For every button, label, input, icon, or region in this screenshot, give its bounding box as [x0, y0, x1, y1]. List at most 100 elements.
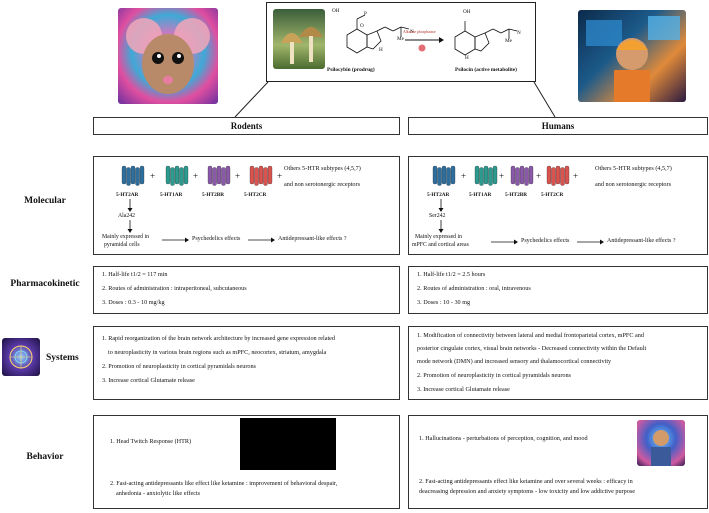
human-head-icon [586, 16, 680, 102]
pk-item: 2. Routes of administration : oral, intr… [417, 285, 531, 292]
expression-line2: mPFC and cortical areas [412, 242, 469, 248]
right-arrow [162, 237, 189, 243]
receptor-helix [174, 165, 180, 185]
atom-n-label: N [410, 29, 414, 35]
row-label-molecular: Molecular [24, 196, 66, 206]
receptor-label: 5-HT2CR [244, 192, 267, 198]
receptor-helix [450, 165, 456, 185]
behavior-item: 2. Fast-acting antidepressants effect li… [419, 478, 633, 485]
pk-rodents-box: 1. Half-life t1/2 = 117 min 2. Routes of… [93, 266, 400, 314]
molecular-humans-box: + + + + 5-HT2AR 5-HT1AR 5-HT2BR 5-HT2CR … [408, 156, 708, 255]
pk-item: 1. Half-life t1/2 = 117 min [102, 271, 168, 278]
brain-network-image [2, 338, 40, 376]
receptor-helix [474, 165, 480, 185]
person-icon [651, 430, 671, 466]
mushroom-icon [281, 27, 323, 64]
behavior-item: 1. Head Twitch Response (HTR) [110, 438, 192, 445]
reaction-arrow [405, 37, 444, 52]
systems-humans-box: 1. Modification of connectivity between … [408, 326, 708, 400]
connector-lines [234, 81, 556, 118]
others-receptors-line1: Others 5-HTR subtypes (4,5,7) [595, 165, 672, 172]
behavior-item: 1. Hallucinations - perturbations of per… [419, 435, 588, 442]
antidepressant-effects-label: Antidepressant-like effects ? [278, 236, 347, 242]
psychedelic-effects-label: Psychedelics effects [192, 236, 241, 242]
receptor-helix [212, 167, 217, 186]
receptor-helix [479, 167, 484, 186]
psilocin-h-label: H [465, 55, 469, 61]
down-arrow [438, 220, 444, 233]
receptor-label: 5-HT2CR [541, 192, 564, 198]
row-label-systems: Systems [46, 353, 79, 363]
plus-sign: + [277, 171, 283, 181]
molecular-rodents-box: + + + + 5-HT2AR 5-HT1AR 5-HT2BR 5-HT2CR … [93, 156, 400, 255]
receptor-helix [510, 165, 516, 185]
pk-item: 3. Doses : 0.3 - 10 mg/kg [102, 299, 165, 306]
receptor-helix [432, 165, 438, 185]
receptor-helix [165, 165, 171, 185]
receptor-5ht2br-icon [510, 165, 534, 186]
receptor-helix [179, 167, 184, 186]
plus-sign: + [235, 171, 241, 181]
row-label-pharmacokinetic: Pharmacokinetic [10, 279, 80, 289]
behavior-item: anhedonia - anxiolytic like effects [116, 490, 201, 497]
residue-label: Ser242 [429, 213, 446, 219]
psychedelic-effects-label: Psychedelics effects [521, 238, 570, 244]
pk-humans-box: 1. Half-life t1/2 = 2.5 hours 2. Routes … [408, 266, 708, 314]
receptor-5ht1ar-icon [474, 165, 498, 186]
mushrooms-image [273, 9, 325, 69]
systems-item: 1. Modification of connectivity between … [417, 332, 644, 339]
behavior-item: 2. Fast-acting antidepressants like effe… [110, 480, 338, 487]
receptor-helix [183, 165, 189, 185]
receptor-label: 5-HT2AR [116, 192, 139, 198]
blacked-out-image [240, 418, 336, 470]
receptor-helix [254, 167, 259, 186]
others-receptors-line2: and non serotonergic receptors [595, 181, 671, 188]
expression-line1: Mainly expressed in [415, 234, 463, 240]
receptor-helix [225, 165, 231, 185]
receptor-helix [555, 165, 561, 185]
atom-p-label: P [364, 11, 367, 17]
receptor-helix [560, 167, 565, 186]
systems-item: mode network (DMN) and increased sensory… [417, 358, 612, 365]
receptor-row: + + + + 5-HT2AR 5-HT1AR 5-HT2BR 5-HT2CR [94, 157, 401, 217]
receptor-helix [492, 165, 498, 185]
receptor-helix [121, 165, 127, 185]
expression-line1: Mainly expressed in [102, 234, 150, 240]
plus-sign: + [536, 171, 542, 181]
antidepressant-effects-label: Antidepressant-like effects ? [607, 238, 676, 244]
systems-item: posterior cingulate cortex, visual brain… [417, 345, 647, 352]
others-receptors-line2: and non serotonergic receptors [284, 181, 360, 188]
receptor-helix [170, 167, 175, 186]
receptor-helix [135, 167, 140, 186]
systems-item: 3. Increase cortical Glutamate release [417, 386, 510, 393]
receptor-5ht1ar-icon [165, 165, 189, 186]
receptor-label: 5-HT2BR [505, 192, 528, 198]
receptor-helix [488, 167, 493, 186]
psilocin-structure [454, 21, 518, 56]
right-arrow [577, 239, 604, 245]
systems-rodents-box: 1. Rapid reorganization of the brain net… [93, 326, 400, 400]
systems-item: 2. Promotion of neuroplasticity in corti… [417, 372, 571, 379]
systems-item: 1. Rapid reorganization of the brain net… [102, 335, 336, 342]
receptor-helix [139, 165, 145, 185]
plus-sign: + [150, 171, 156, 181]
receptor-helix [126, 167, 131, 186]
psilocin-n-label: N [517, 30, 521, 36]
receptor-helix [249, 165, 255, 185]
receptor-5ht2ar-icon [432, 165, 456, 186]
psilocin-oh-label: OH [463, 9, 471, 15]
plus-sign: + [573, 171, 579, 181]
plus-sign: + [193, 171, 199, 181]
receptor-helix [524, 167, 529, 186]
systems-item: 3. Increase cortical Glutamate release [102, 377, 195, 384]
psilocybin-structure [346, 14, 410, 54]
receptor-5ht2cr-icon [249, 165, 273, 186]
right-arrow [491, 239, 518, 245]
systems-item: 2. Promotion of neuroplasticity in corti… [102, 363, 256, 370]
receptor-helix [130, 165, 136, 185]
receptor-label: 5-HT2AR [427, 192, 450, 198]
receptor-helix [258, 165, 264, 185]
receptor-helix [564, 165, 570, 185]
receptor-label: 5-HT2BR [202, 192, 225, 198]
residue-label: Ala242 [118, 213, 136, 219]
